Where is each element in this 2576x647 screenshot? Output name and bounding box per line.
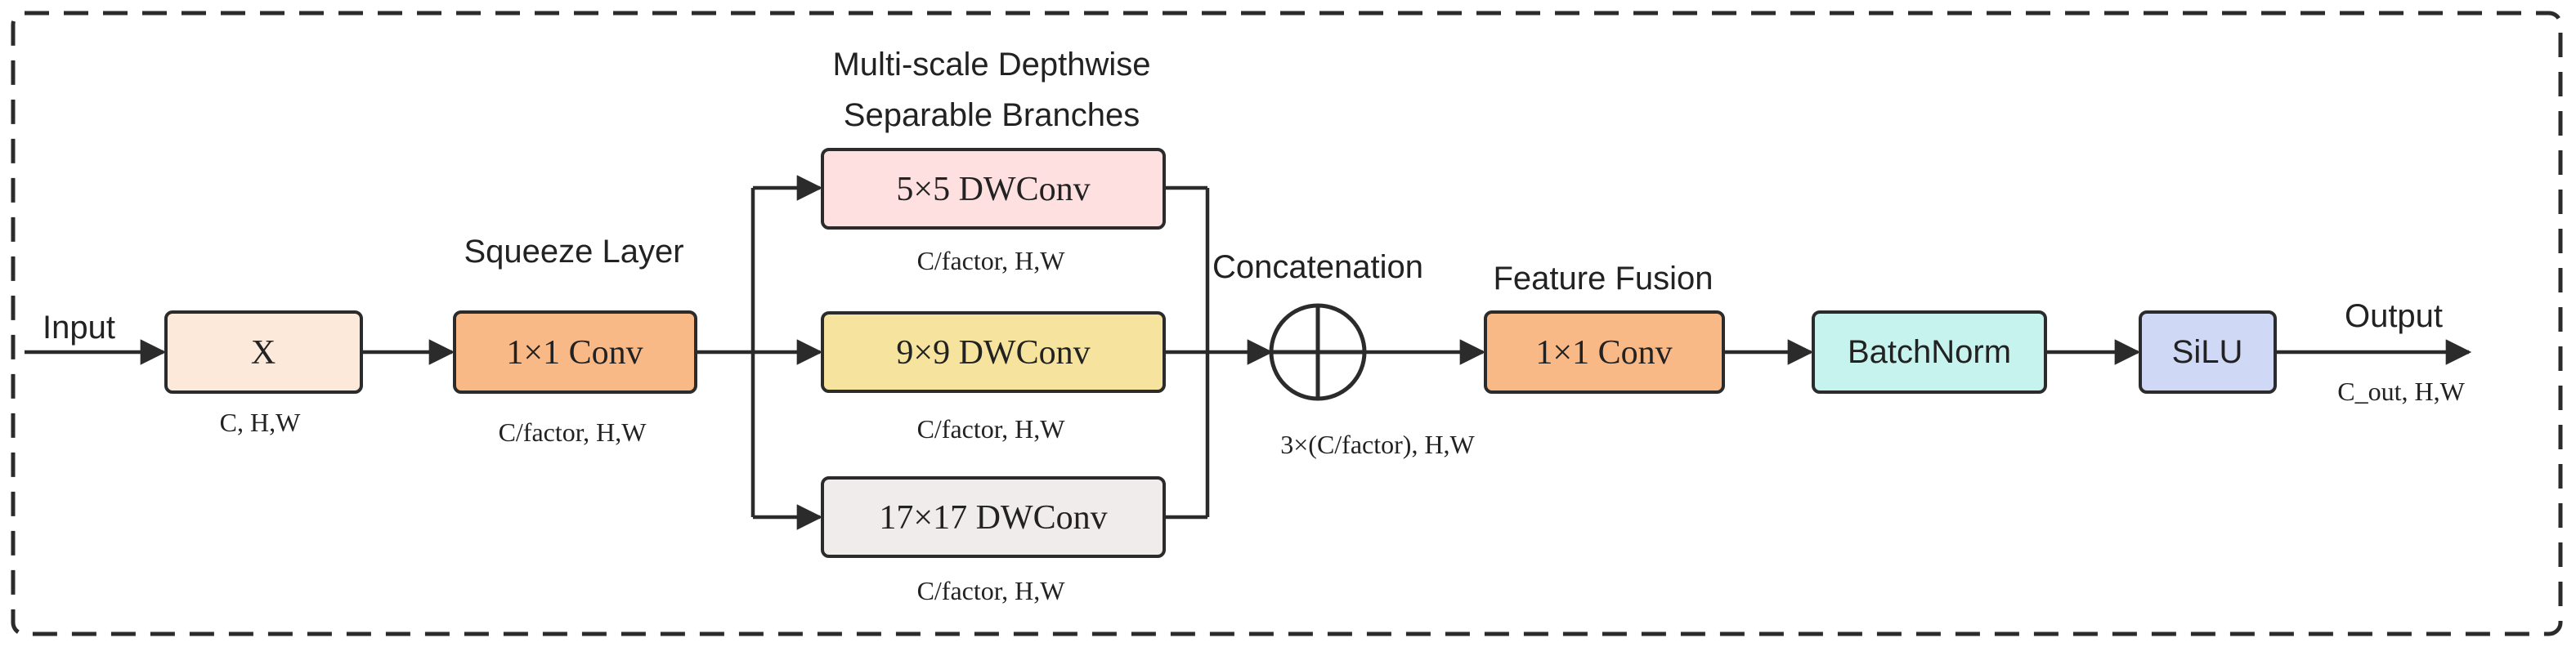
node-x-dims: C, H,W: [220, 408, 301, 437]
node-silu: SiLU C_out, H,W: [2139, 310, 2466, 406]
node-squeeze-conv-label: 1×1 Conv: [506, 334, 643, 372]
branches-title-line2: Separable Branches: [844, 97, 1140, 133]
squeeze-layer-title: Squeeze Layer: [464, 234, 683, 270]
node-fusion-conv-label: 1×1 Conv: [1535, 334, 1672, 372]
node-batchnorm-box: [1812, 310, 2047, 394]
node-output-dims: C_out, H,W: [2337, 377, 2465, 406]
node-dw17-label: 17×17 DWConv: [879, 499, 1107, 537]
node-concat: 3×(C/factor), H,W: [1269, 303, 1476, 459]
node-concat-dims: 3×(C/factor), H,W: [1280, 430, 1475, 459]
node-x: X C, H,W: [164, 310, 363, 437]
concatenation-title: Concatenation: [1212, 249, 1423, 285]
node-dw9-box: [821, 311, 1166, 393]
node-dw5-dims: C/factor, H,W: [917, 246, 1066, 275]
node-dw17-box: [821, 476, 1166, 558]
node-batchnorm: BatchNorm: [1812, 310, 2047, 394]
node-dw5: 5×5 DWConv C/factor, H,W: [821, 148, 1166, 275]
node-dw17: 17×17 DWConv C/factor, H,W: [821, 476, 1166, 605]
node-squeeze-conv-box: [453, 310, 697, 394]
output-label: Output: [2345, 298, 2443, 334]
node-silu-box: [2139, 310, 2277, 394]
input-label: Input: [43, 310, 115, 346]
node-dw9-label: 9×9 DWConv: [896, 334, 1090, 372]
node-dw9-dims: C/factor, H,W: [917, 414, 1066, 444]
node-dw9: 9×9 DWConv C/factor, H,W: [821, 311, 1166, 444]
outer-dashed-frame: [11, 11, 2563, 636]
node-x-label: X: [251, 334, 276, 372]
node-silu-label: SiLU: [2172, 334, 2243, 370]
connectors: [25, 175, 2472, 530]
node-squeeze-conv-dims: C/factor, H,W: [499, 417, 647, 447]
node-batchnorm-label: BatchNorm: [1848, 334, 2011, 370]
feature-fusion-title: Feature Fusion: [1493, 261, 1713, 297]
node-squeeze-conv: 1×1 Conv C/factor, H,W: [453, 310, 697, 447]
node-x-box: [164, 310, 363, 394]
section-titles: Input Output Squeeze Layer Multi-scale D…: [43, 47, 2443, 346]
branches-title-line1: Multi-scale Depthwise: [832, 47, 1150, 83]
node-fusion-conv-box: [1484, 310, 1725, 394]
node-dw5-box: [821, 148, 1166, 230]
node-dw5-label: 5×5 DWConv: [896, 171, 1090, 208]
node-fusion-conv: 1×1 Conv: [1484, 310, 1725, 394]
node-dw17-dims: C/factor, H,W: [917, 576, 1066, 605]
